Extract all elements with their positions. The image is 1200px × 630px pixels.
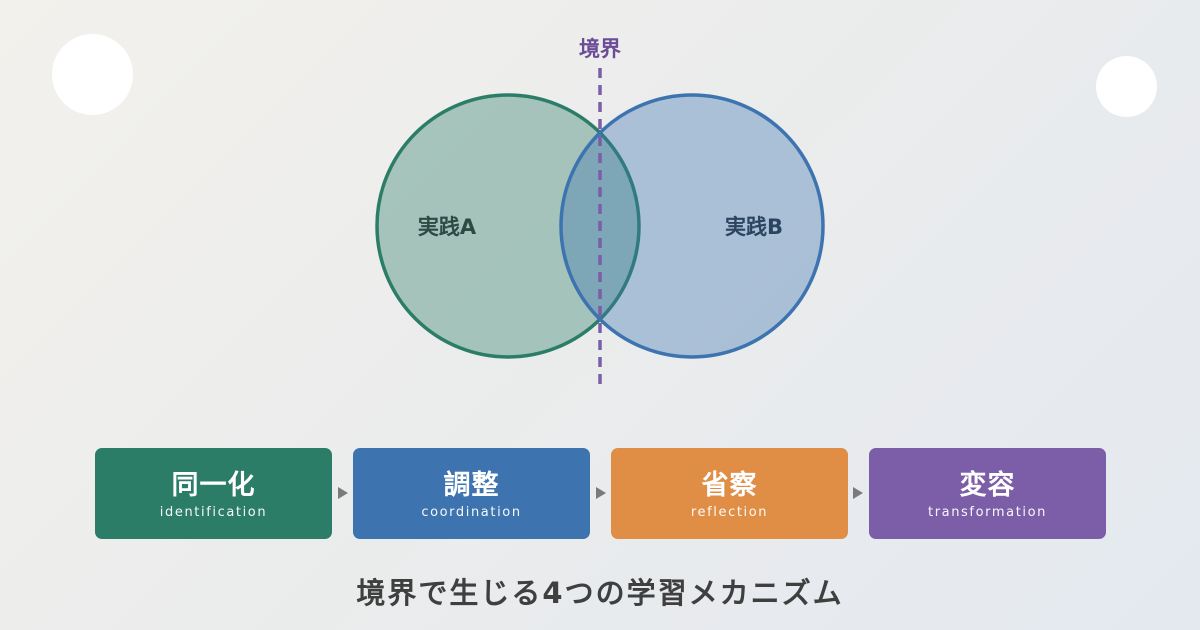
decorative-circle-right bbox=[1096, 56, 1157, 117]
practice-a-label: 実践A bbox=[418, 215, 477, 239]
step-title: 同一化 bbox=[171, 470, 256, 501]
boundary-label: 境界 bbox=[579, 37, 621, 61]
learning-mechanisms-row: 同一化 identification 調整 coordination 省察 re… bbox=[95, 448, 1106, 539]
step-subtitle: coordination bbox=[421, 505, 522, 520]
step-card-identification: 同一化 identification bbox=[95, 448, 332, 539]
decorative-circle-left bbox=[52, 34, 133, 115]
venn-diagram: 境界 実践A 実践B bbox=[375, 37, 825, 384]
step-subtitle: transformation bbox=[928, 505, 1047, 520]
circle-practice-b bbox=[559, 93, 825, 359]
arrow-right-icon bbox=[853, 487, 863, 499]
circle-practice-a bbox=[375, 93, 641, 359]
step-card-coordination: 調整 coordination bbox=[353, 448, 590, 539]
step-title: 省察 bbox=[701, 470, 758, 501]
step-subtitle: reflection bbox=[690, 505, 769, 520]
diagram-caption: 境界で生じる4つの学習メカニズム bbox=[356, 576, 844, 610]
step-card-reflection: 省察 reflection bbox=[611, 448, 848, 539]
step-title: 調整 bbox=[443, 470, 500, 501]
arrow-right-icon bbox=[596, 487, 606, 499]
step-subtitle: identification bbox=[159, 505, 268, 520]
step-card-transformation: 変容 transformation bbox=[869, 448, 1106, 539]
practice-b-label: 実践B bbox=[725, 215, 783, 239]
step-title: 変容 bbox=[959, 470, 1016, 501]
arrow-right-icon bbox=[338, 487, 348, 499]
